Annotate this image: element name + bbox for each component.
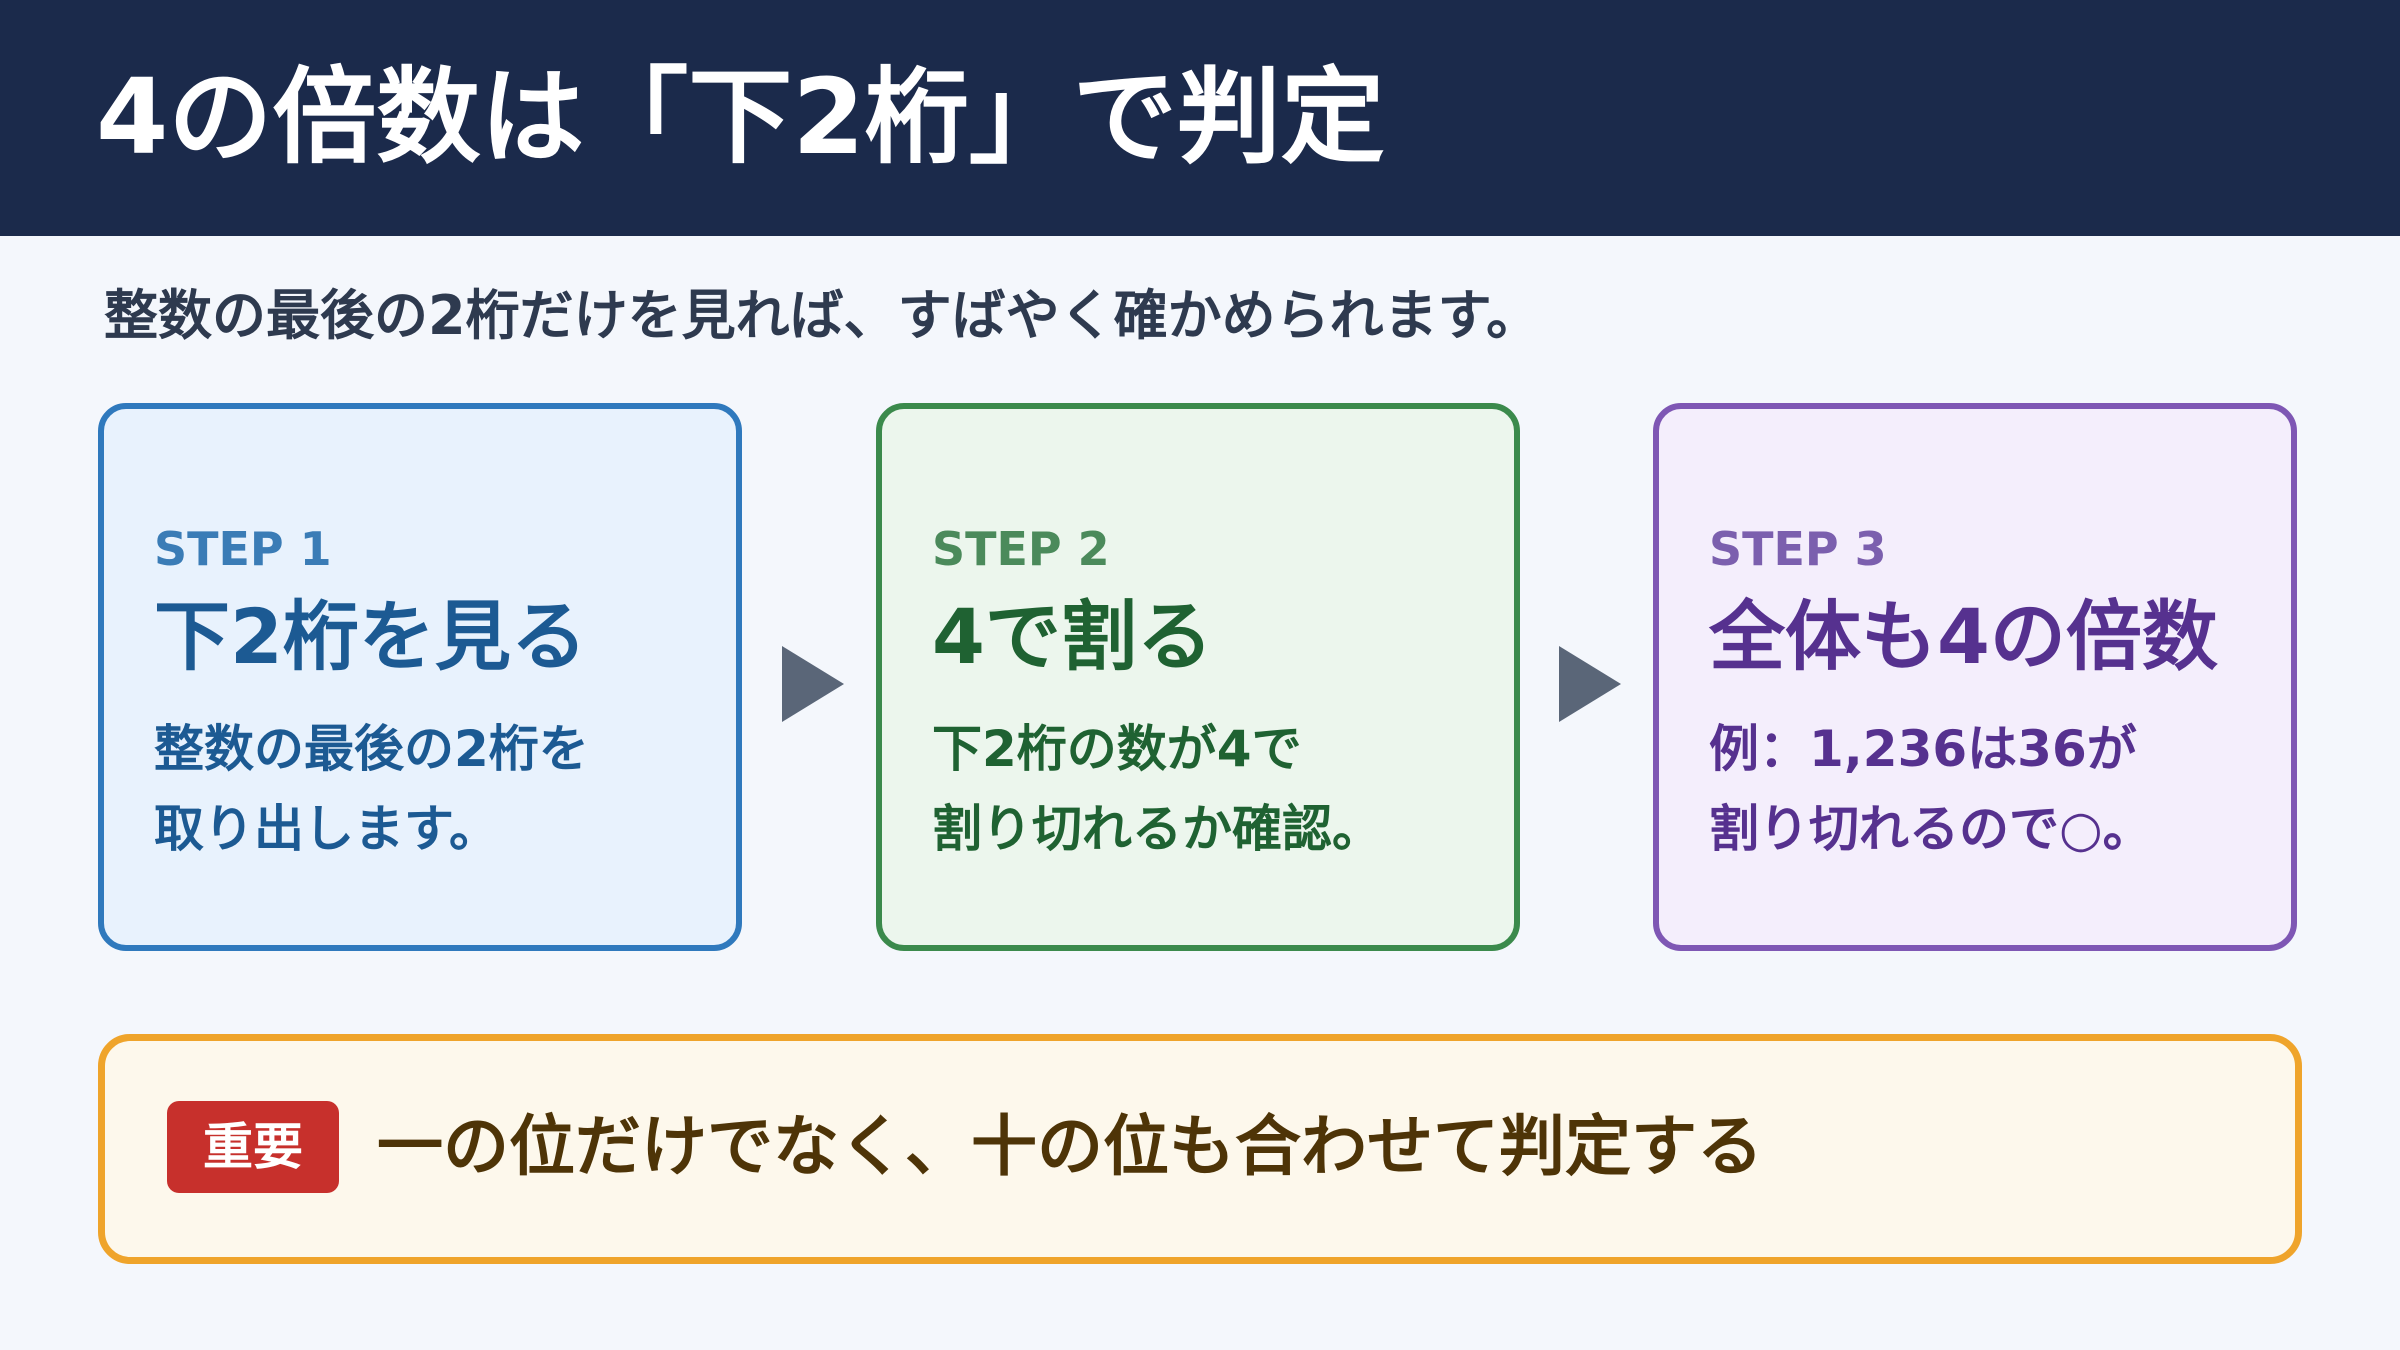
important-callout: 重要 一の位だけでなく、十の位も合わせて判定する: [98, 1034, 2302, 1264]
step-label: STEP 1: [154, 522, 332, 576]
important-badge: 重要: [167, 1101, 339, 1193]
step-description-line: 例：1,236は36が: [1709, 720, 2137, 778]
step-description-line: 割り切れるか確認。: [932, 800, 1382, 858]
header-bar: 4の倍数は「下2桁」で判定: [0, 0, 2400, 236]
step-title: 4で割る: [932, 592, 1213, 681]
step-card-2: STEP 2 4で割る 下2桁の数が4で 割り切れるか確認。: [876, 403, 1520, 951]
step-description: 整数の最後の2桁を 取り出します。: [154, 709, 589, 869]
step-card-1: STEP 1 下2桁を見る 整数の最後の2桁を 取り出します。: [98, 403, 742, 951]
step-label: STEP 2: [932, 522, 1110, 576]
step-description: 下2桁の数が4で 割り切れるか確認。: [932, 709, 1382, 869]
step-description-line: 整数の最後の2桁を: [154, 720, 589, 778]
step-title: 全体も4の倍数: [1709, 592, 2218, 681]
step-card-3: STEP 3 全体も4の倍数 例：1,236は36が 割り切れるので○。: [1653, 403, 2297, 951]
arrow-right-icon: [782, 646, 844, 722]
callout-text: 一の位だけでなく、十の位も合わせて判定する: [377, 1108, 1763, 1185]
subtitle: 整数の最後の2桁だけを見れば、すばやく確かめられます。: [104, 284, 1541, 347]
page-title: 4の倍数は「下2桁」で判定: [96, 56, 1385, 178]
step-title: 下2桁を見る: [154, 592, 587, 681]
step-label: STEP 3: [1709, 522, 1887, 576]
arrow-right-icon: [1559, 646, 1621, 722]
step-description-line: 下2桁の数が4で: [932, 720, 1302, 778]
step-description-line: 割り切れるので○。: [1709, 800, 2153, 858]
step-description-line: 取り出します。: [154, 800, 499, 858]
step-description: 例：1,236は36が 割り切れるので○。: [1709, 709, 2153, 869]
